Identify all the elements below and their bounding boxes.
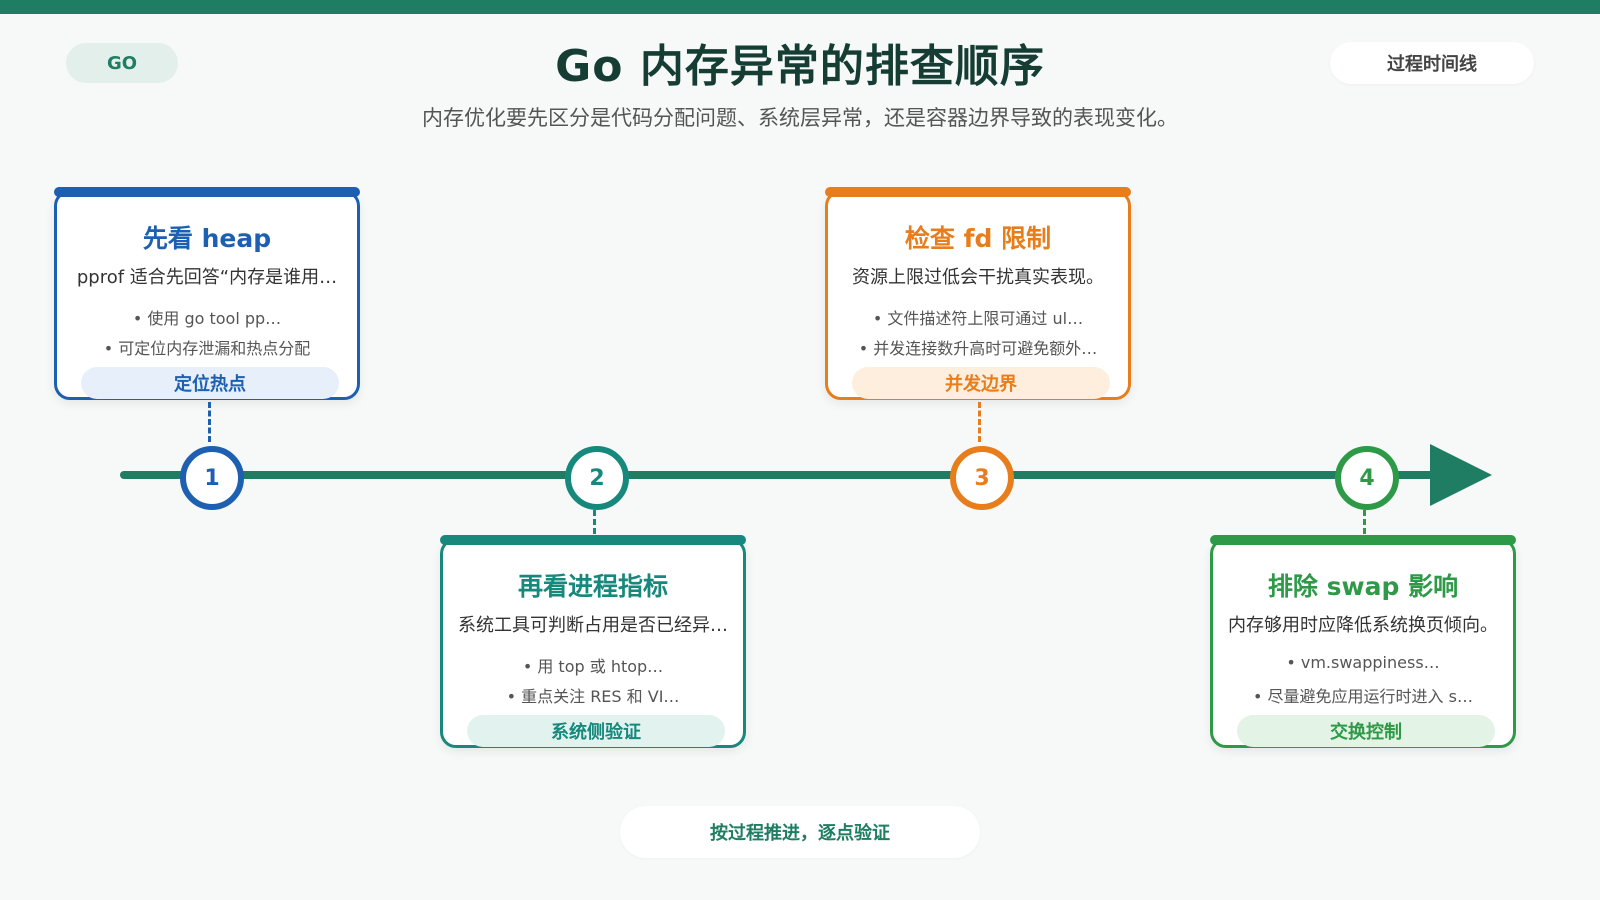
step-3-connector <box>978 402 981 442</box>
step-card-2: 再看进程指标 系统工具可判断占用是否已经异… • 用 top 或 htop… •… <box>440 535 746 748</box>
step-card-3-bullet-2: • 并发连接数升高时可避免额外… <box>858 339 1098 358</box>
step-card-4-bullet-2: • 尽量避免应用运行时进入 s… <box>1253 687 1473 706</box>
step-card-2-bullet-1: • 用 top 或 htop… <box>522 657 664 676</box>
top-accent-bar <box>0 0 1600 14</box>
step-card-4-tag: 交换控制 <box>1237 715 1495 747</box>
step-card-1-bar <box>54 187 360 197</box>
step-card-2-bar <box>440 535 746 545</box>
step-card-4-bar <box>1210 535 1516 545</box>
step-card-3-desc: 资源上限过低会干扰真实表现。 <box>852 267 1104 288</box>
step-card-2-tag: 系统侧验证 <box>467 715 725 747</box>
step-card-1-tag: 定位热点 <box>81 367 339 399</box>
timeline-arrow-icon <box>1430 444 1492 506</box>
step-card-2-bullet-2: • 重点关注 RES 和 VI… <box>506 687 680 706</box>
step-4-connector <box>1363 510 1366 534</box>
step-node-1: 1 <box>180 446 244 510</box>
step-card-3-bar <box>825 187 1131 197</box>
step-card-2-title: 再看进程指标 <box>517 572 668 601</box>
step-card-3-bullet-1: • 文件描述符上限可通过 ul… <box>872 309 1084 328</box>
step-card-1-bullet-2: • 可定位内存泄漏和热点分配 <box>103 339 311 358</box>
step-card-2-desc: 系统工具可判断占用是否已经异… <box>458 615 728 636</box>
go-badge: GO <box>66 43 178 83</box>
page-title: Go 内存异常的排查顺序 <box>555 41 1045 92</box>
step-2-connector <box>593 510 596 534</box>
step-card-3-tag: 并发边界 <box>852 367 1110 399</box>
step-card-4-title: 排除 swap 影响 <box>1267 572 1459 601</box>
footer-pill: 按过程推进，逐点验证 <box>620 806 980 858</box>
step-node-2: 2 <box>565 446 629 510</box>
step-card-1-title: 先看 heap <box>142 224 272 253</box>
step-card-3: 检查 fd 限制 资源上限过低会干扰真实表现。 • 文件描述符上限可通过 ul…… <box>825 187 1131 400</box>
step-card-4: 排除 swap 影响 内存够用时应降低系统换页倾向。 • vm.swappine… <box>1210 535 1516 748</box>
step-node-4: 4 <box>1335 446 1399 510</box>
step-card-4-desc: 内存够用时应降低系统换页倾向。 <box>1228 615 1498 636</box>
view-label-pill: 过程时间线 <box>1330 42 1534 84</box>
step-node-3: 3 <box>950 446 1014 510</box>
timeline-axis <box>120 471 1440 479</box>
page-subtitle: 内存优化要先区分是代码分配问题、系统层异常，还是容器边界导致的表现变化。 <box>422 106 1178 130</box>
step-1-connector <box>208 402 211 442</box>
step-card-1-bullet-1: • 使用 go tool pp… <box>132 309 282 328</box>
step-card-3-title: 检查 fd 限制 <box>904 224 1052 253</box>
step-card-1: 先看 heap pprof 适合先回答“内存是谁用… • 使用 go tool … <box>54 187 360 400</box>
step-card-4-bullet-1: • vm.swappiness… <box>1286 653 1440 672</box>
step-card-1-desc: pprof 适合先回答“内存是谁用… <box>76 267 338 288</box>
